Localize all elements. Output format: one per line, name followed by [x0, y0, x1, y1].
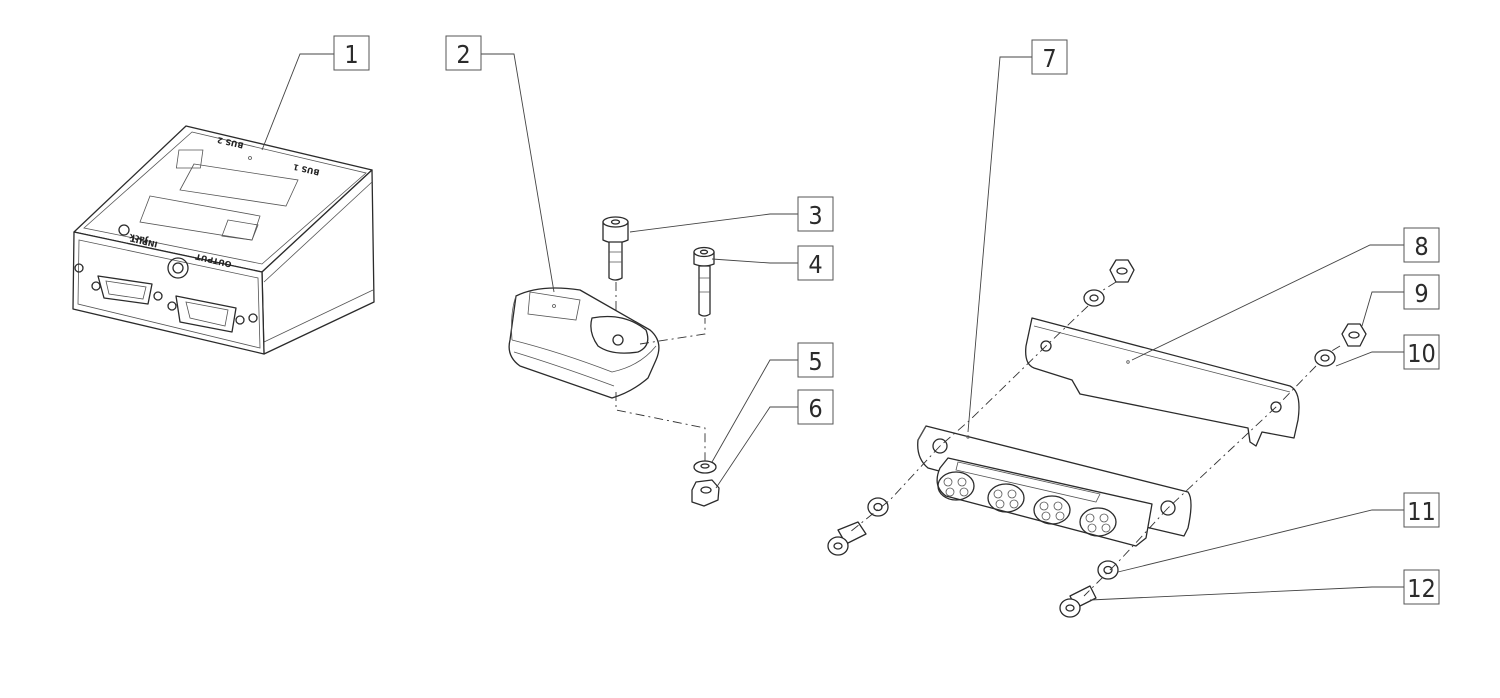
jack-label: Jack — [128, 232, 150, 245]
washer-11 — [1097, 560, 1119, 580]
callout-12: 12 — [1403, 569, 1440, 605]
washer-10 — [1314, 349, 1336, 367]
callout-6: 6 — [797, 389, 834, 425]
callout-12-number: 12 — [1407, 574, 1436, 603]
nut-9 — [1341, 323, 1367, 347]
callout-5-number: 5 — [808, 347, 822, 376]
callout-4-number: 4 — [808, 250, 822, 279]
callout-3-number: 3 — [808, 201, 822, 230]
screw-left — [827, 521, 867, 556]
callout-5: 5 — [797, 342, 834, 378]
callout-9: 9 — [1403, 274, 1440, 310]
screw-12 — [1059, 585, 1097, 618]
callout-1: 1 — [333, 35, 370, 71]
callout-6-number: 6 — [808, 394, 822, 423]
callout-8-number: 8 — [1414, 232, 1428, 261]
callout-7-number: 7 — [1042, 44, 1056, 73]
screw-4 — [693, 246, 715, 317]
bracket-plate — [1025, 317, 1300, 447]
nut-6 — [691, 479, 720, 507]
connector-assembly — [917, 425, 1192, 547]
callout-10: 10 — [1403, 334, 1440, 370]
callout-4: 4 — [797, 245, 834, 281]
washer-5 — [693, 460, 717, 474]
callout-10-number: 10 — [1407, 339, 1436, 368]
callout-11-number: 11 — [1407, 497, 1436, 526]
assembly-lines — [615, 281, 1341, 597]
callout-7: 7 — [1031, 39, 1068, 75]
callout-9-number: 9 — [1414, 279, 1428, 308]
leader-lines — [261, 53, 1404, 601]
interface-box: BUS 2 BUS 1 INPUT Jack OUTPUT — [72, 125, 375, 355]
callout-2-number: 2 — [456, 40, 470, 69]
callout-3: 3 — [797, 196, 834, 232]
washer-top — [1083, 289, 1105, 307]
callout-2: 2 — [445, 35, 482, 71]
enclosure-block — [508, 287, 660, 399]
callout-8: 8 — [1403, 227, 1440, 263]
callout-1-number: 1 — [344, 40, 358, 69]
screw-3 — [602, 216, 629, 281]
callout-11: 11 — [1403, 492, 1440, 528]
nut-top — [1109, 259, 1135, 283]
washer-left — [867, 497, 889, 517]
